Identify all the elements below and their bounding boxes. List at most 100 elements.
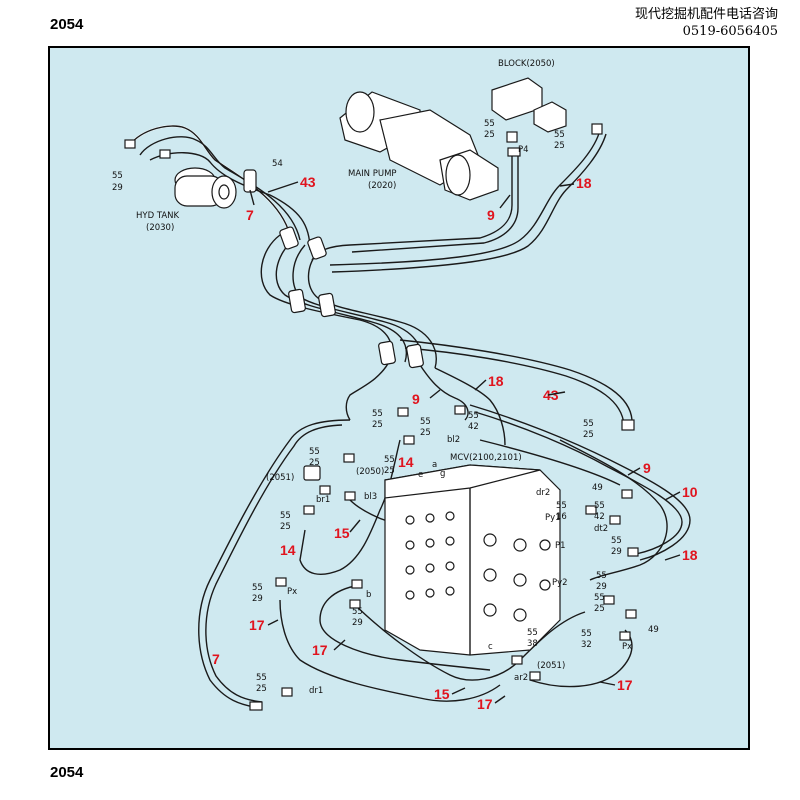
port-g: g: [440, 469, 445, 479]
header-phone: 0519-6056405: [682, 24, 778, 39]
main-pump-label: MAIN PUMP: [348, 169, 397, 179]
port-px-left: Px: [287, 587, 297, 597]
part-ref: 25: [372, 420, 383, 430]
part-ref: 25: [554, 141, 565, 151]
page-number-top: 2054: [50, 16, 84, 33]
callout: 17: [477, 696, 493, 712]
port-py1: Py1: [545, 513, 561, 523]
valve-ports: [405, 511, 551, 622]
header-title: 现代挖掘机配件电话咨询: [634, 7, 778, 22]
part-ref: 55: [280, 511, 291, 521]
main-control-valve: [384, 464, 561, 656]
part-ref: 29: [596, 582, 607, 592]
port-py2: Py2: [552, 578, 568, 588]
leader-lines: [249, 181, 681, 704]
part-ref: 55: [468, 411, 479, 421]
mcv-label: MCV(2100,2101): [450, 453, 522, 463]
part-ref: 32: [581, 640, 592, 650]
header-contact: 现代挖掘机配件电话咨询 0519-6056405: [635, 6, 778, 40]
callout: 7: [246, 207, 254, 223]
callout: 15: [334, 525, 350, 541]
part-ref: 55: [611, 536, 622, 546]
part-ref: 38: [527, 639, 538, 649]
callout: 9: [412, 391, 420, 407]
port-bl3: bl3: [364, 492, 377, 502]
part-ref: 42: [594, 512, 605, 522]
part-ref: 55: [112, 171, 123, 181]
part-ref: 29: [352, 618, 363, 628]
fittings: [124, 123, 639, 711]
part-ref: 49: [592, 483, 603, 493]
part-ref: 55: [596, 571, 607, 581]
part-ref: 55: [372, 409, 383, 419]
port-dt2: dt2: [594, 524, 608, 534]
callout: 9: [643, 460, 651, 476]
callout: 18: [576, 175, 592, 191]
part-ref: 55: [554, 130, 565, 140]
port-ar2: ar2: [514, 673, 528, 683]
callout: 14: [280, 542, 296, 558]
part-ref: 55: [594, 593, 605, 603]
part-ref: 55: [352, 607, 363, 617]
port-e: e: [418, 470, 423, 480]
callout: 10: [682, 484, 698, 500]
part-ref: 55: [420, 417, 431, 427]
block-label: BLOCK(2050): [498, 59, 555, 69]
callout: 15: [434, 686, 450, 702]
hyd-tank-label: HYD TANK: [136, 211, 180, 221]
part-ref: 54: [272, 159, 283, 169]
part-ref: 25: [484, 130, 495, 140]
callout: 17: [617, 677, 633, 693]
port-dr1: dr1: [309, 686, 323, 696]
callout: 18: [488, 373, 504, 389]
control-block: [491, 77, 567, 133]
port-br1: br1: [316, 495, 330, 505]
part-ref: 29: [112, 183, 123, 193]
port-bl2: bl2: [447, 435, 460, 445]
part-ref: 29: [611, 547, 622, 557]
port-b: b: [366, 590, 371, 600]
part-ref: 55: [556, 501, 567, 511]
main-pump: [339, 91, 499, 201]
solenoid-2051-left: [303, 465, 321, 481]
part-ref: 55: [256, 673, 267, 683]
port-px-right: Px: [622, 642, 632, 652]
part-ref: 29: [252, 594, 263, 604]
callout-numbers: 43 7 9 18 9 18 43 14 9 10 15 14 18 17 17…: [212, 174, 698, 712]
port-p1: P1: [555, 541, 566, 551]
part-ref: 16: [556, 512, 567, 522]
port-c: c: [488, 642, 493, 652]
part-numbers: 54 55 29 55 25 55 25 55 25 55 25 55 42 5…: [112, 119, 659, 694]
callout: 18: [682, 547, 698, 563]
callout: 7: [212, 651, 220, 667]
callout: 17: [312, 642, 328, 658]
solenoid-2051-label: (2051): [266, 473, 294, 483]
block-2050-label: (2050): [356, 467, 384, 477]
main-pump-ref: (2020): [368, 181, 396, 191]
hydraulic-tank: [174, 167, 237, 209]
part-ref: 25: [384, 466, 395, 476]
port-p4: P4: [518, 145, 529, 155]
port-dr2: dr2: [536, 488, 550, 498]
part-ref: 25: [309, 458, 320, 468]
callout: 9: [487, 207, 495, 223]
part-ref: 55: [252, 583, 263, 593]
part-ref: 55: [583, 419, 594, 429]
part-ref: 55: [384, 455, 395, 465]
part-ref: 55: [484, 119, 495, 129]
part-ref: 25: [256, 684, 267, 694]
part-ref: 25: [583, 430, 594, 440]
callout: 14: [398, 454, 414, 470]
part-ref: 49: [648, 625, 659, 635]
part-ref: 55: [581, 629, 592, 639]
callout: 17: [249, 617, 265, 633]
part-ref: 25: [594, 604, 605, 614]
part-ref: 55: [594, 501, 605, 511]
port-labels: P4 bl2 bl3 br1 Px b dr1 dr2 Py1 P1 Py2 d…: [287, 145, 632, 696]
part-ref: 55: [527, 628, 538, 638]
part-ref: 42: [468, 422, 479, 432]
part-ref: 25: [280, 522, 291, 532]
part-ref: 55: [309, 447, 320, 457]
part-ref: 25: [420, 428, 431, 438]
